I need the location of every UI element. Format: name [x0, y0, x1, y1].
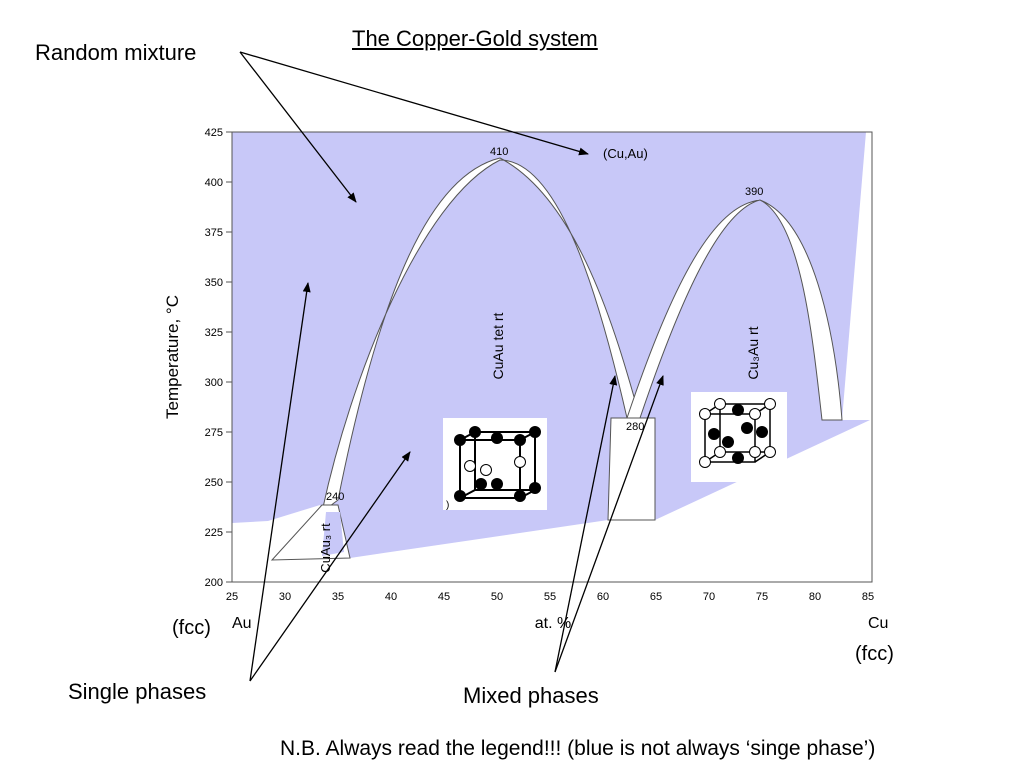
y-tick-label: 400 [205, 177, 223, 189]
y-tick-label: 325 [205, 327, 223, 339]
x-tick-label: 60 [597, 591, 609, 603]
x-tick-label: 45 [438, 591, 450, 603]
y-tick-label: 375 [205, 227, 223, 239]
x-axis-right-element: Cu [868, 615, 888, 632]
x-tick-label: 85 [862, 591, 874, 603]
legend-note: N.B. Always read the legend!!! (blue is … [280, 737, 876, 760]
y-axis-label: Temperature, °C [163, 295, 182, 419]
x-tick-label: 30 [279, 591, 291, 603]
x-tick-label: 65 [650, 591, 662, 603]
x-tick-label: 75 [756, 591, 768, 603]
y-tick-label: 275 [205, 427, 223, 439]
cu3au-two-phase-band [626, 199, 843, 421]
phase-label-cuau3: CuAu₃ rt [318, 523, 333, 573]
x-tick-label: 70 [703, 591, 715, 603]
neck-280-region [607, 417, 656, 521]
y-tick-label: 225 [205, 527, 223, 539]
x-axis-label: at. % [535, 615, 571, 632]
y-tick-label: 300 [205, 377, 223, 389]
random-mixture-arrows [239, 51, 589, 203]
random-mixture-label: Random mixture [35, 40, 197, 65]
point-label-280: 280 [626, 421, 644, 433]
x-tick-label: 35 [332, 591, 344, 603]
y-tick-label: 200 [205, 577, 223, 589]
x-tick-label: 50 [491, 591, 503, 603]
single-phases-label: Single phases [68, 679, 207, 704]
point-label-240: 240 [326, 491, 344, 503]
x-tick-label: 80 [809, 591, 821, 603]
x-tick-label: 55 [544, 591, 556, 603]
y-axis: 425 400 375 350 325 300 275 250 225 200 [205, 127, 232, 589]
svg-text:): ) [446, 500, 449, 511]
y-tick-label: 250 [205, 477, 223, 489]
x-tick-label: 40 [385, 591, 397, 603]
phase-label-cuau: CuAu tet rt [490, 312, 506, 379]
x-tick-label: 25 [226, 591, 238, 603]
y-tick-label: 350 [205, 277, 223, 289]
phase-label-cu3au: Cu₃Au rt [745, 326, 761, 379]
fcc-au-label: (fcc) [172, 617, 211, 639]
phase-label-cu-au: (Cu,Au) [603, 146, 648, 161]
page-title: The Copper-Gold system [352, 26, 598, 51]
x-axis: 25 30 35 40 45 50 55 60 65 70 75 80 85 [226, 591, 874, 603]
point-label-390: 390 [745, 186, 763, 198]
y-tick-label: 425 [205, 127, 223, 139]
single-phase-arrows [249, 282, 411, 682]
cuau-crystal-inset: ) [443, 418, 547, 511]
x-axis-left-element: Au [232, 615, 252, 632]
axes-frame [231, 131, 873, 583]
mixed-phases-label: Mixed phases [463, 683, 599, 708]
low-temp-region [232, 420, 870, 582]
fcc-cu-label: (fcc) [855, 643, 894, 665]
cuau3-inner [322, 512, 344, 556]
cu3au-crystal-inset [691, 392, 787, 482]
point-label-410: 410 [490, 146, 508, 158]
mixed-phase-arrows [554, 375, 664, 673]
